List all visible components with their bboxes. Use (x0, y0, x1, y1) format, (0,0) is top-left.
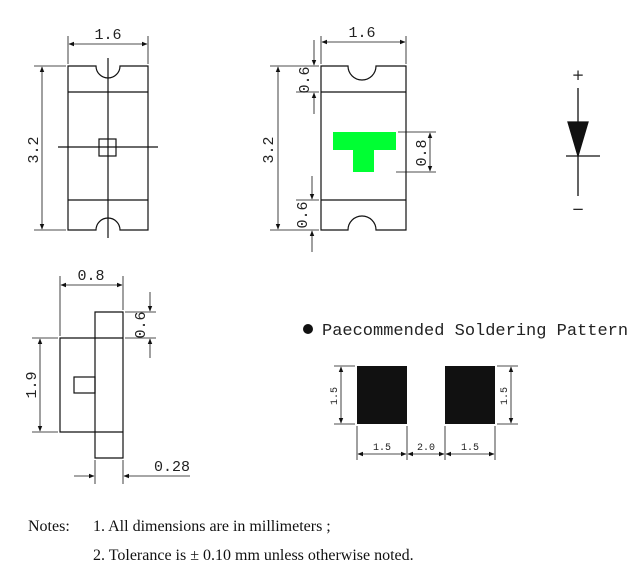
soldering-pattern-title: Paecommended Soldering Pattern (322, 322, 628, 341)
side-height-label: 1.9 (24, 371, 41, 398)
soldering-pattern (334, 365, 518, 460)
side-lead-label: 0.28 (154, 459, 190, 476)
cathode-minus-label: − (572, 200, 585, 218)
bullet-icon (303, 324, 313, 334)
side-view (32, 276, 190, 484)
pad-gap-label: 2.0 (417, 443, 435, 454)
top-view (34, 36, 158, 238)
solder-pad-right (445, 366, 495, 424)
pad-right-width-label: 1.5 (461, 443, 479, 454)
polarity-mark (333, 132, 396, 172)
led-top-view (270, 36, 436, 252)
led-length-label: 3.2 (261, 136, 278, 163)
note-item: 2. Tolerance is ± 0.10 mm unless otherwi… (93, 547, 414, 564)
led-notch-top-label: 0.6 (297, 66, 314, 93)
side-width-label: 0.8 (77, 268, 104, 285)
solder-pad-left (357, 366, 407, 424)
pad-right-height-label: 1.5 (500, 387, 511, 405)
top-view-length-label: 3.2 (26, 136, 43, 163)
top-view-width-label: 1.6 (94, 27, 121, 44)
led-mark-label: 0.8 (414, 139, 431, 166)
side-notch-label: 0.6 (133, 311, 150, 338)
notes-label: Notes: (28, 518, 70, 535)
note-item: 1. All dimensions are in millimeters ; (93, 518, 331, 535)
anode-plus-label: + (572, 66, 585, 84)
pad-left-height-label: 1.5 (330, 387, 341, 405)
led-notch-bottom-label: 0.6 (295, 201, 312, 228)
diode-symbol (566, 88, 600, 196)
notes-section: Notes: 1. All dimensions are in millimet… (28, 512, 414, 570)
led-package-drawing: 1.6 3.2 1.6 3.2 0.6 0.6 0.8 (24, 25, 628, 484)
pad-left-width-label: 1.5 (373, 443, 391, 454)
led-width-label: 1.6 (348, 25, 375, 42)
